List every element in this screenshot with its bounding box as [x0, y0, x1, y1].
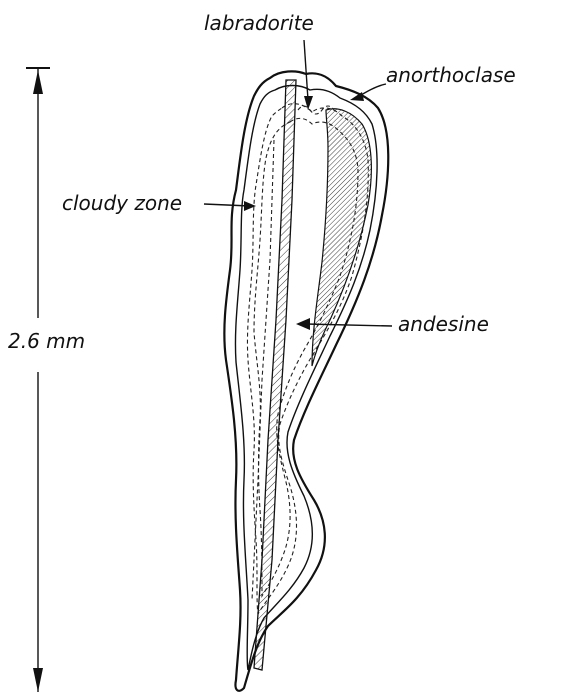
- anorthoclase-region: [312, 109, 371, 366]
- label-andesine: andesine: [398, 312, 489, 336]
- scale-arrow-bottom: [33, 668, 43, 692]
- label-anorthoclase-group: anorthoclase: [350, 63, 516, 101]
- label-cloudy-zone: cloudy zone: [62, 191, 182, 215]
- scale-label: 2.6 mm: [8, 329, 85, 353]
- scale-bar: 2.6 mm: [8, 68, 85, 692]
- arrow-labradorite: [304, 96, 313, 110]
- leader-labradorite: [304, 40, 308, 100]
- crystal: [224, 71, 388, 690]
- leader-cloudy-zone: [204, 204, 250, 206]
- label-labradorite: labradorite: [204, 11, 314, 35]
- arrow-andesine: [296, 318, 310, 330]
- label-labradorite-group: labradorite: [204, 11, 314, 110]
- labradorite-band: [254, 80, 296, 670]
- label-anorthoclase: anorthoclase: [386, 63, 516, 87]
- label-cloudy-zone-group: cloudy zone: [62, 191, 256, 215]
- scale-arrow-top: [33, 70, 43, 94]
